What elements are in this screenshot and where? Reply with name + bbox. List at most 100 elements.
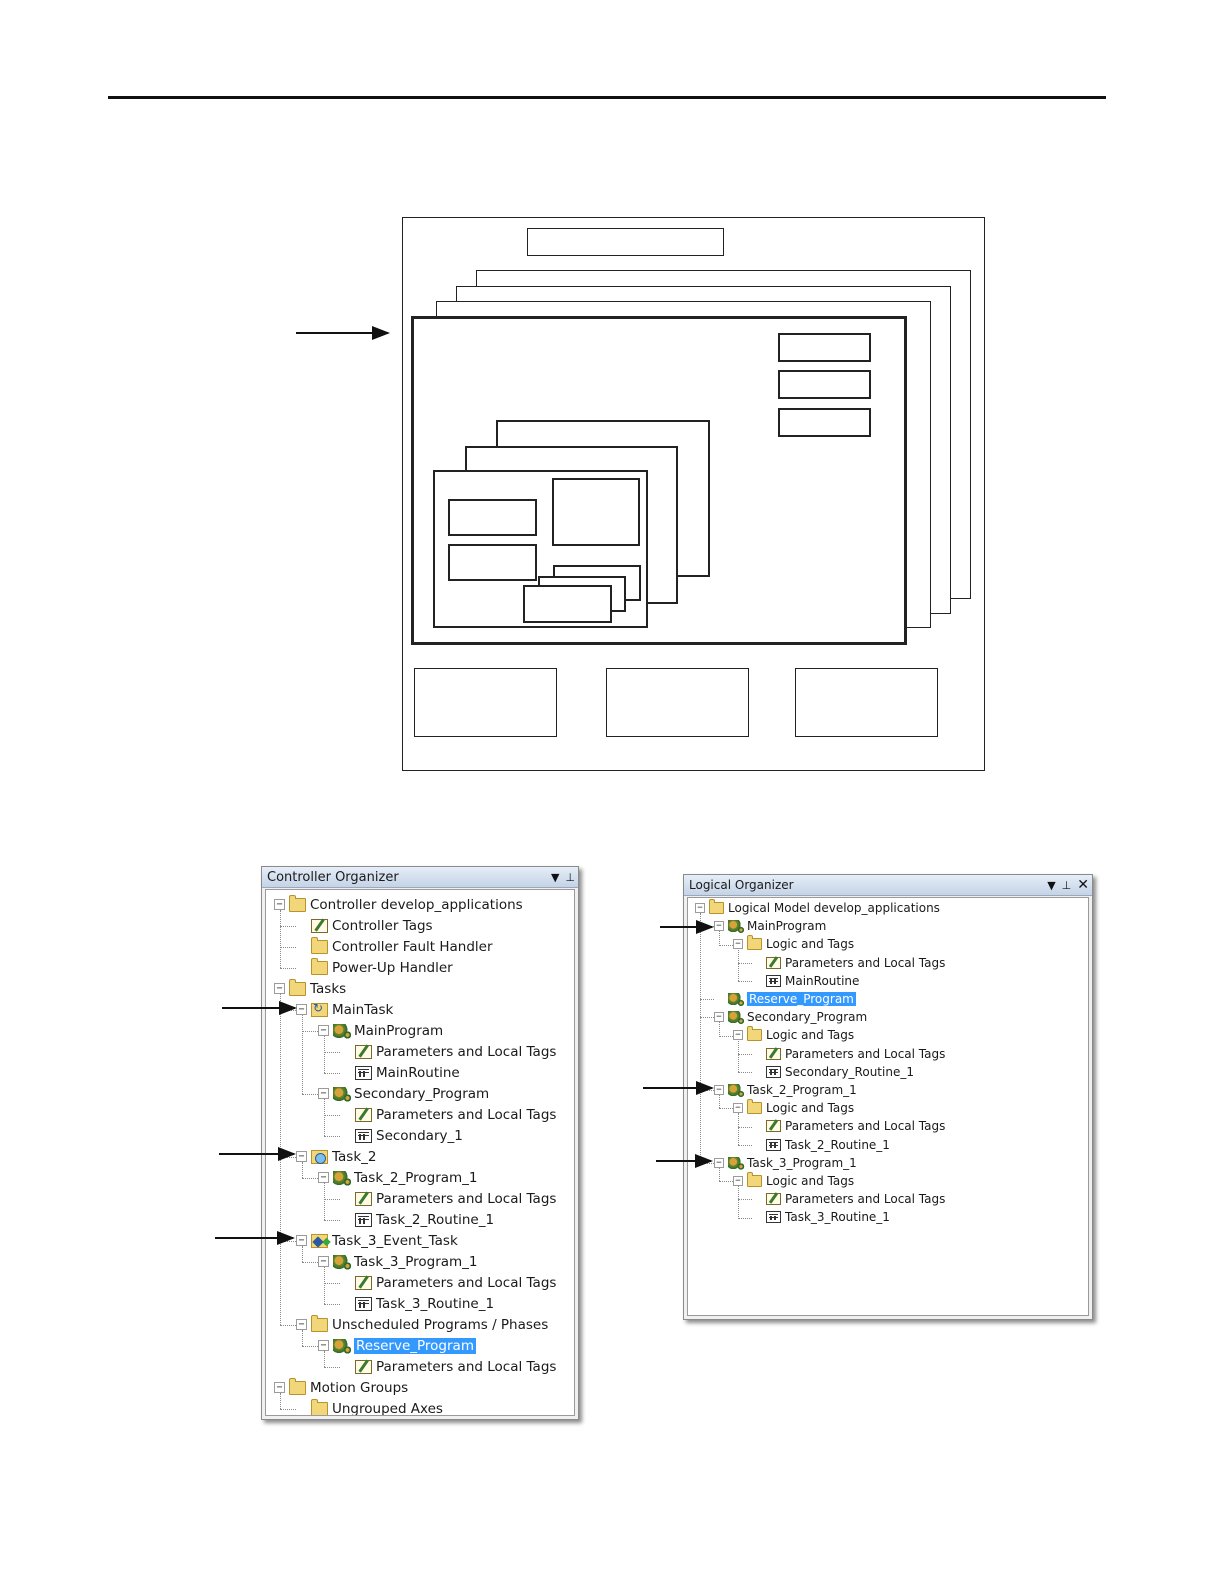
tree-item[interactable]: Task_2_Routine_1 (340, 1209, 494, 1230)
collapse-icon[interactable]: − (318, 1340, 329, 1351)
pin-icon[interactable]: ⊥ (565, 870, 575, 884)
collapse-icon[interactable]: − (733, 1176, 743, 1187)
tree-item[interactable]: Controller Fault Handler (296, 936, 493, 957)
tree-item-label: Parameters and Local Tags (785, 1046, 946, 1061)
tree-item[interactable]: − Tasks (274, 978, 346, 999)
tree-item[interactable]: Controller Tags (296, 915, 433, 936)
tree-item[interactable]: − MainProgram (318, 1020, 443, 1041)
tree-item[interactable]: Secondary_1 (340, 1125, 463, 1146)
tree-connector (323, 1051, 340, 1053)
tree-item-label: Parameters and Local Tags (376, 1190, 557, 1207)
tree-item[interactable]: Parameters and Local Tags (752, 1190, 945, 1208)
collapse-icon[interactable]: − (274, 983, 285, 994)
tree-connector (719, 1108, 733, 1110)
tree-item[interactable]: −MainProgram (714, 917, 826, 935)
tree-item[interactable]: Parameters and Local Tags (340, 1041, 556, 1062)
tree-item[interactable]: Parameters and Local Tags (340, 1188, 556, 1209)
tree-item[interactable]: − Secondary_Program (318, 1083, 489, 1104)
tree-item[interactable]: MainRoutine (340, 1062, 460, 1083)
collapse-icon[interactable]: − (714, 1085, 724, 1096)
tree-connector (340, 1193, 351, 1204)
tree-item[interactable]: −Reserve_Program (318, 1335, 476, 1356)
tree-item[interactable]: Ungrouped Axes (296, 1398, 443, 1415)
tree-connector (323, 1036, 325, 1073)
tree-connector (738, 1217, 752, 1219)
tree-item[interactable]: Parameters and Local Tags (752, 1117, 945, 1135)
tree-item[interactable]: −Motion Groups (274, 1377, 408, 1398)
tree-item[interactable]: Parameters and Local Tags (340, 1272, 556, 1293)
tree-item[interactable]: Parameters and Local Tags (752, 1045, 945, 1063)
dropdown-icon[interactable]: ▼ (550, 870, 560, 884)
arrow-icon (215, 1231, 295, 1245)
tree-item[interactable]: Parameters and Local Tags (340, 1356, 556, 1377)
tree-item-label: Tasks (310, 980, 347, 997)
tree-item[interactable]: Parameters and Local Tags (752, 954, 945, 972)
collapse-icon[interactable]: − (733, 1030, 743, 1041)
tree-item[interactable]: −Task_3_Event_Task (296, 1230, 458, 1251)
tree-item[interactable]: Task_3_Routine_1 (340, 1293, 494, 1314)
collapse-icon[interactable]: − (318, 1088, 329, 1099)
tree-connector (279, 910, 281, 968)
tree-item[interactable]: −Logical Model develop_applications (695, 899, 940, 917)
close-icon[interactable]: ✕ (1077, 877, 1089, 893)
tree-connector (719, 1181, 733, 1183)
collapse-icon[interactable]: − (274, 899, 285, 910)
logical-organizer-title-bar[interactable]: Logical Organizer ▼ ⊥ ✕ (684, 875, 1092, 896)
logical-organizer-tree[interactable]: −Logical Model develop_applications−Main… (687, 897, 1089, 1316)
tree-item[interactable]: − Logic and Tags (733, 1026, 854, 1044)
tree-item[interactable]: −Secondary_Program (714, 1008, 867, 1026)
tree-item-label: Controller Fault Handler (332, 938, 493, 955)
controller-organizer-title-bar[interactable]: Controller Organizer ▼ ⊥ (262, 867, 578, 888)
collapse-icon[interactable]: − (695, 903, 705, 914)
program-tags-box (552, 478, 640, 546)
collapse-icon[interactable]: − (274, 1382, 285, 1393)
tree-item[interactable]: MainRoutine (752, 972, 859, 990)
collapse-icon[interactable]: − (296, 1319, 307, 1330)
tree-item[interactable]: − Logic and Tags (733, 935, 854, 953)
collapse-icon[interactable]: − (733, 1103, 743, 1114)
tree-connector (301, 1246, 303, 1262)
tree-item[interactable]: Parameters and Local Tags (340, 1104, 556, 1125)
tree-item-label: Logic and Tags (766, 1028, 855, 1043)
tree-item[interactable]: −Logic and Tags (733, 1099, 854, 1117)
tree-item[interactable]: −MainTask (296, 999, 393, 1020)
tree-connector (719, 944, 733, 946)
folder-icon (289, 1377, 306, 1395)
tree-item[interactable]: −Task_3_Program_1 (714, 1154, 857, 1172)
collapse-icon[interactable]: − (714, 1012, 724, 1023)
tree-item[interactable]: Task_3_Routine_1 (752, 1208, 890, 1226)
tree-connector (340, 1046, 351, 1057)
tree-item[interactable]: −Task_2 (296, 1146, 376, 1167)
tree-item[interactable]: −Unscheduled Programs / Phases (296, 1314, 548, 1335)
collapse-icon[interactable]: − (733, 939, 743, 950)
tree-item[interactable]: −Logic and Tags (733, 1172, 854, 1190)
tree-item[interactable]: −Task_2_Program_1 (318, 1167, 478, 1188)
tree-item-label: Secondary_Program (354, 1085, 490, 1102)
collapse-icon[interactable]: − (318, 1256, 329, 1267)
tree-connector (340, 1067, 351, 1078)
tree-item[interactable]: Power-Up Handler (296, 957, 453, 978)
collapse-icon[interactable]: − (318, 1172, 329, 1183)
collapse-icon[interactable]: − (714, 921, 724, 932)
collapse-icon[interactable]: − (296, 1151, 307, 1162)
pin-icon[interactable]: ⊥ (1061, 878, 1072, 892)
tree-item-label: MainProgram (354, 1022, 444, 1039)
tree-item[interactable]: Task_2_Routine_1 (752, 1136, 890, 1154)
tree-connector (719, 931, 720, 945)
collapse-icon[interactable]: − (318, 1025, 329, 1036)
collapse-icon[interactable]: − (296, 1004, 307, 1015)
collapse-icon[interactable]: − (714, 1157, 724, 1168)
tree-item[interactable]: Reserve_Program (714, 990, 856, 1008)
tree-item-label: Logic and Tags (766, 937, 855, 952)
collapse-icon[interactable]: − (296, 1235, 307, 1246)
tree-item-label: Parameters and Local Tags (376, 1106, 557, 1123)
tree-item[interactable]: Secondary_Routine_1 (752, 1063, 914, 1081)
dropdown-icon[interactable]: ▼ (1047, 878, 1056, 892)
folder-icon (289, 894, 306, 912)
tree-connector (323, 1366, 340, 1368)
tree-item[interactable]: −Task_3_Program_1 (318, 1251, 478, 1272)
tree-item[interactable]: −Controller develop_applications (274, 894, 523, 915)
tree-item[interactable]: −Task_2_Program_1 (714, 1081, 857, 1099)
task-attr-box-1 (778, 333, 871, 362)
